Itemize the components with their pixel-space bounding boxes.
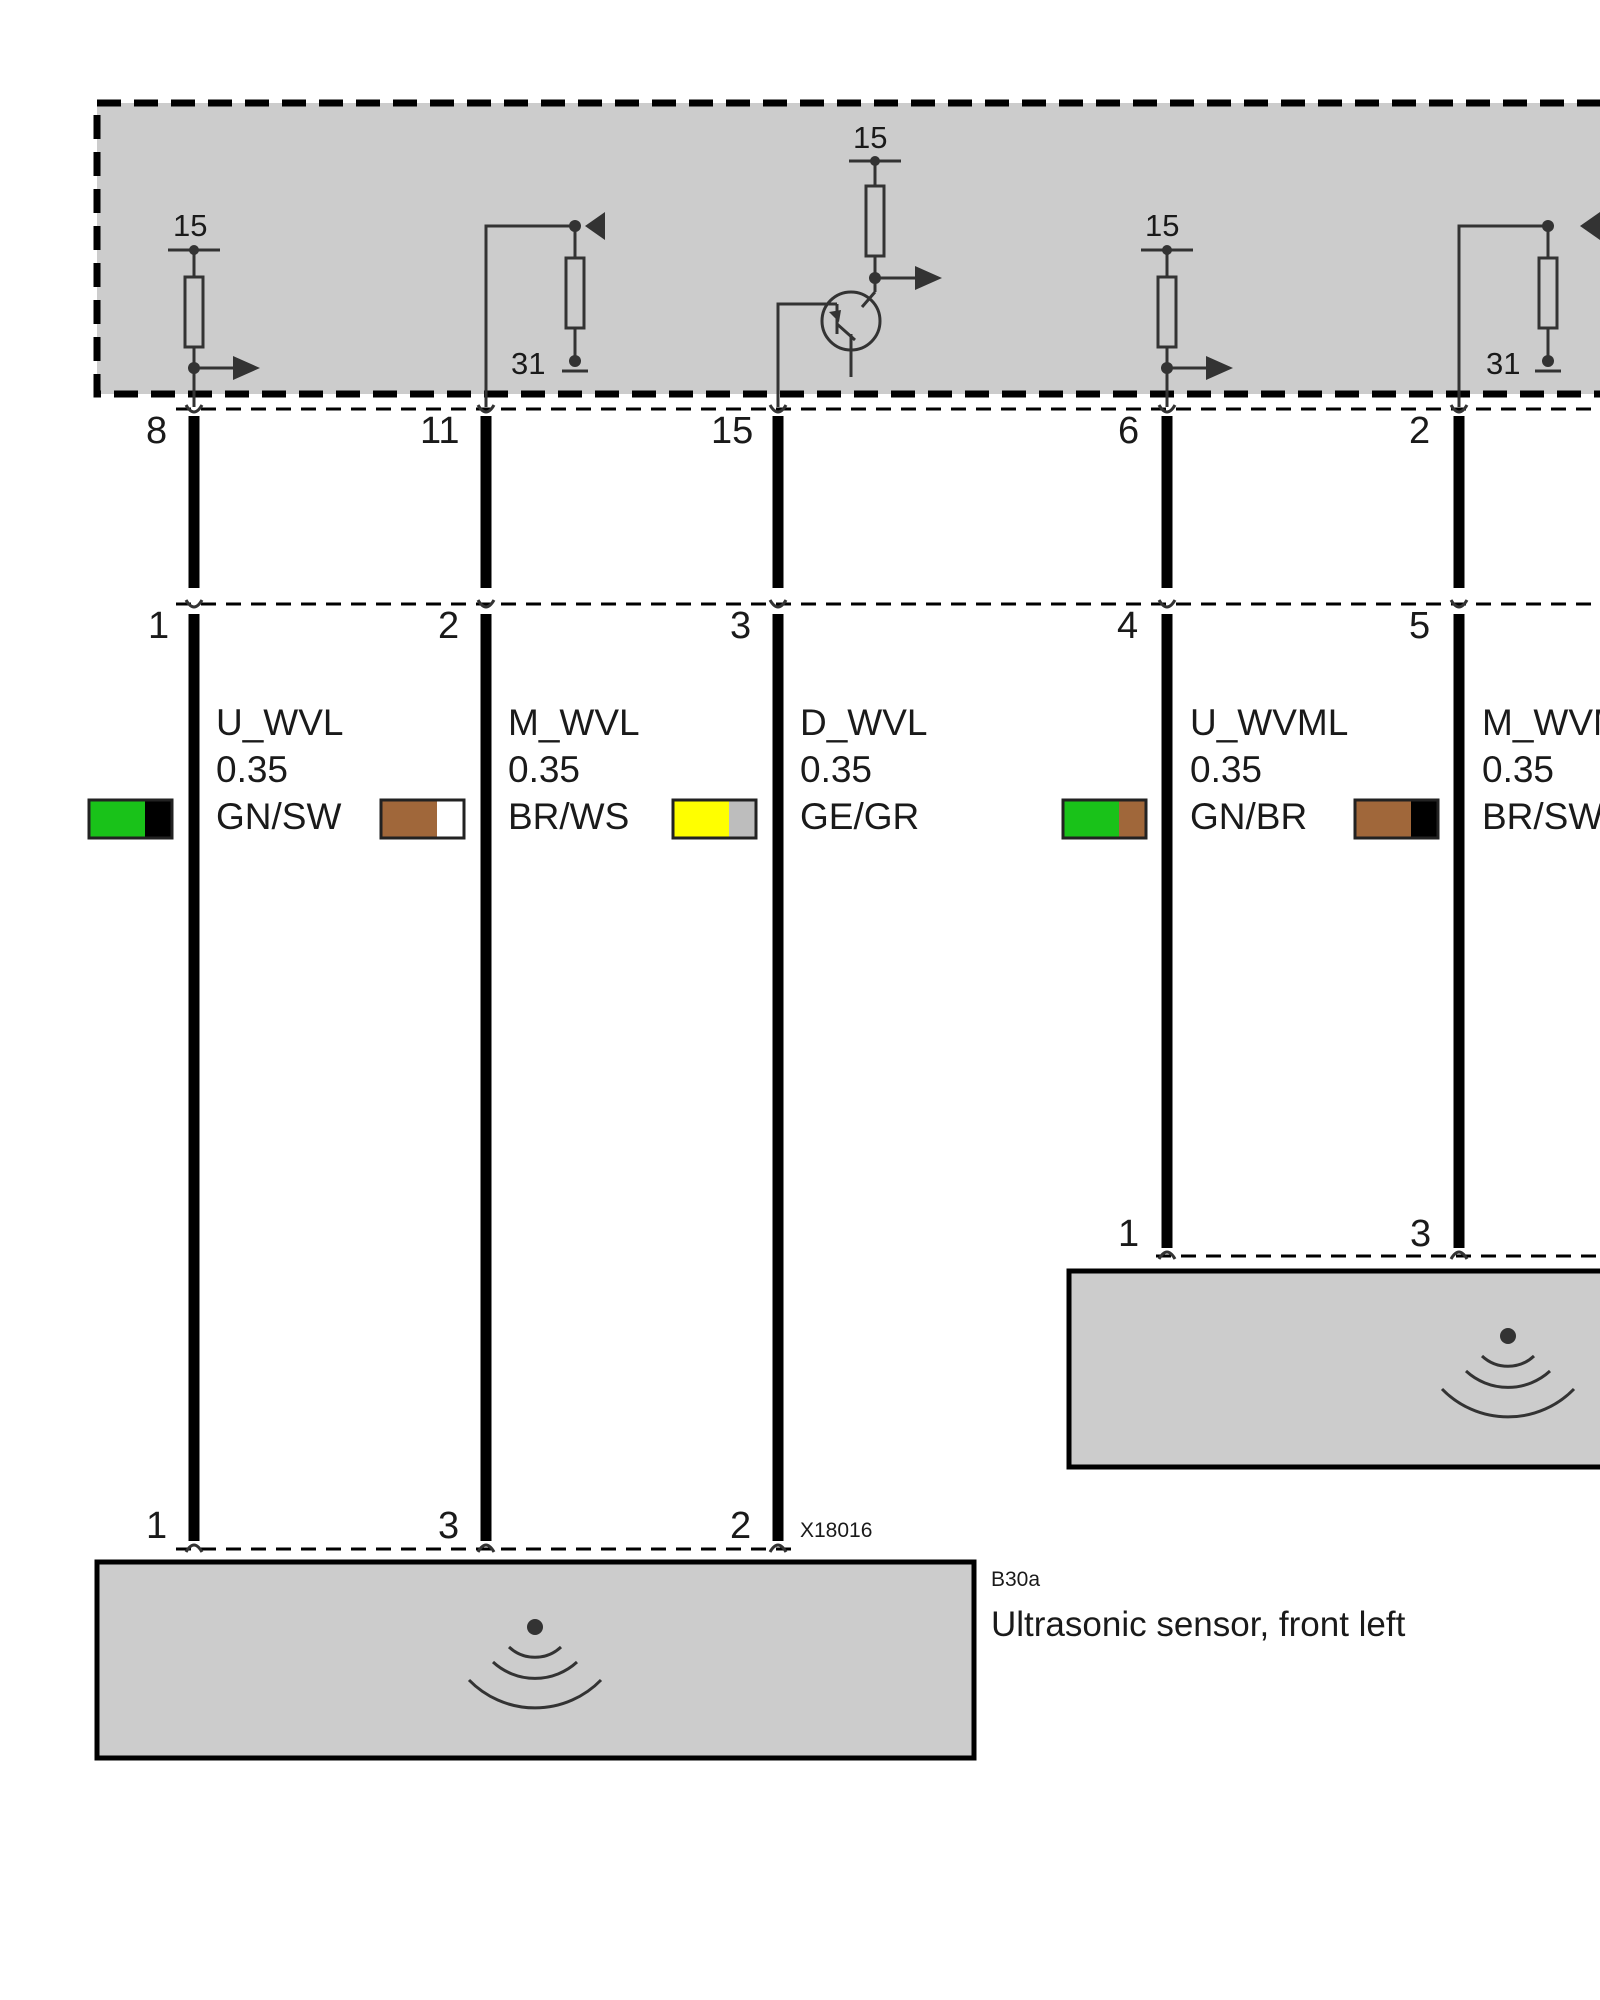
color-swatch — [1353, 798, 1440, 840]
arrow-right-icon — [1206, 356, 1233, 380]
rail-15-label: 15 — [1145, 208, 1179, 243]
arrow-left-icon — [1580, 212, 1600, 240]
cross-section: 0.35 — [508, 749, 580, 790]
pull-down-resistor-pin-11: 31 — [484, 212, 605, 407]
control-unit — [93, 99, 1600, 398]
color-code: GN/BR — [1190, 796, 1307, 837]
pin-contacts — [184, 404, 1469, 1553]
resistor-icon — [864, 184, 886, 258]
sensor-left-pin-number: 2 — [730, 1505, 751, 1547]
color-swatch — [379, 798, 466, 840]
ultrasonic-icon — [1440, 1328, 1576, 1419]
resistor-icon — [183, 275, 205, 349]
resistor-icon — [1156, 275, 1178, 349]
wire-label-m-wvl: M_WVL 0.35 BR/WS — [508, 702, 640, 837]
rail-31-label: 31 — [511, 346, 545, 381]
sensor-right: 1 3 — [1066, 1213, 1600, 1470]
rail-15-label: 15 — [853, 120, 887, 155]
ecu-pin-numbers: 8 11 15 6 2 — [146, 410, 1430, 452]
color-code: BR/SW — [1482, 796, 1600, 837]
wires-upper — [188, 416, 1465, 588]
mid-pin-number: 3 — [730, 605, 751, 647]
arrow-left-icon — [585, 212, 605, 240]
signal-name: M_WVL — [508, 702, 640, 743]
ecu-pin-number: 11 — [420, 410, 459, 452]
wire-label-m-wvml: M_WVML 0.35 BR/SW — [1482, 702, 1600, 837]
cross-section: 0.35 — [216, 749, 288, 790]
wire-label-d-wvl: D_WVL 0.35 GE/GR — [800, 702, 927, 837]
color-swatch — [87, 798, 174, 840]
connector-id: X18016 — [800, 1519, 872, 1542]
arrow-right-icon — [915, 266, 942, 290]
color-swatch — [671, 798, 758, 840]
pull-down-resistor-pin-2: 31 — [1457, 212, 1600, 407]
arrow-right-icon — [233, 356, 260, 380]
cross-section: 0.35 — [800, 749, 872, 790]
component-description: Ultrasonic sensor, front left — [991, 1605, 1406, 1644]
color-code: GN/SW — [216, 796, 341, 837]
sensor-right-pin-number: 1 — [1118, 1213, 1139, 1255]
cross-section: 0.35 — [1190, 749, 1262, 790]
pull-up-resistor-pin-6: 15 — [1141, 208, 1233, 407]
mid-pin-number: 1 — [148, 605, 169, 647]
cross-section: 0.35 — [1482, 749, 1554, 790]
wire-label-u-wvml: U_WVML 0.35 GN/BR — [1190, 702, 1348, 837]
wire-labels: U_WVL 0.35 GN/SW M_WVL 0.35 BR/WS D_WVL … — [216, 702, 1600, 837]
ultrasonic-icon — [467, 1619, 603, 1710]
resistor-icon — [1537, 256, 1559, 330]
color-code: BR/WS — [508, 796, 629, 837]
wires-lower — [188, 614, 1465, 1541]
control-unit-box — [93, 99, 1600, 398]
sensor-right-pin-number: 3 — [1410, 1213, 1431, 1255]
component-id: B30a — [991, 1568, 1040, 1591]
pull-up-resistor-pin-8: 15 — [168, 208, 260, 407]
color-swatch — [1061, 798, 1148, 840]
sensor-left-box — [94, 1559, 977, 1761]
sensor-left-pin-number: 3 — [438, 1505, 459, 1547]
ecu-pin-number: 15 — [711, 410, 753, 452]
color-code: GE/GR — [800, 796, 919, 837]
ecu-pin-number: 2 — [1409, 410, 1430, 452]
wire-label-u-wvl: U_WVL 0.35 GN/SW — [216, 702, 343, 837]
sensor-left-pin-number: 1 — [146, 1505, 167, 1547]
sensor-left: 1 3 2 X18016 B30a Ultrasonic sensor, fro… — [94, 1505, 1406, 1761]
color-swatches — [87, 798, 1440, 840]
rail-31-label: 31 — [1486, 346, 1520, 381]
intermediate-pin-numbers: 1 2 3 4 5 — [148, 605, 1430, 647]
ecu-pin-number: 8 — [146, 410, 167, 452]
resistor-icon — [564, 256, 586, 330]
transistor-driver-pin-15: 15 — [776, 120, 942, 407]
signal-name: U_WVML — [1190, 702, 1348, 743]
mid-pin-number: 4 — [1117, 605, 1138, 647]
ecu-pin-number: 6 — [1118, 410, 1139, 452]
signal-name: U_WVL — [216, 702, 343, 743]
mid-pin-number: 5 — [1409, 605, 1430, 647]
sensor-right-box — [1066, 1268, 1600, 1470]
mid-pin-number: 2 — [438, 605, 459, 647]
rail-15-label: 15 — [173, 208, 207, 243]
signal-name: D_WVL — [800, 702, 927, 743]
signal-name: M_WVML — [1482, 702, 1600, 743]
